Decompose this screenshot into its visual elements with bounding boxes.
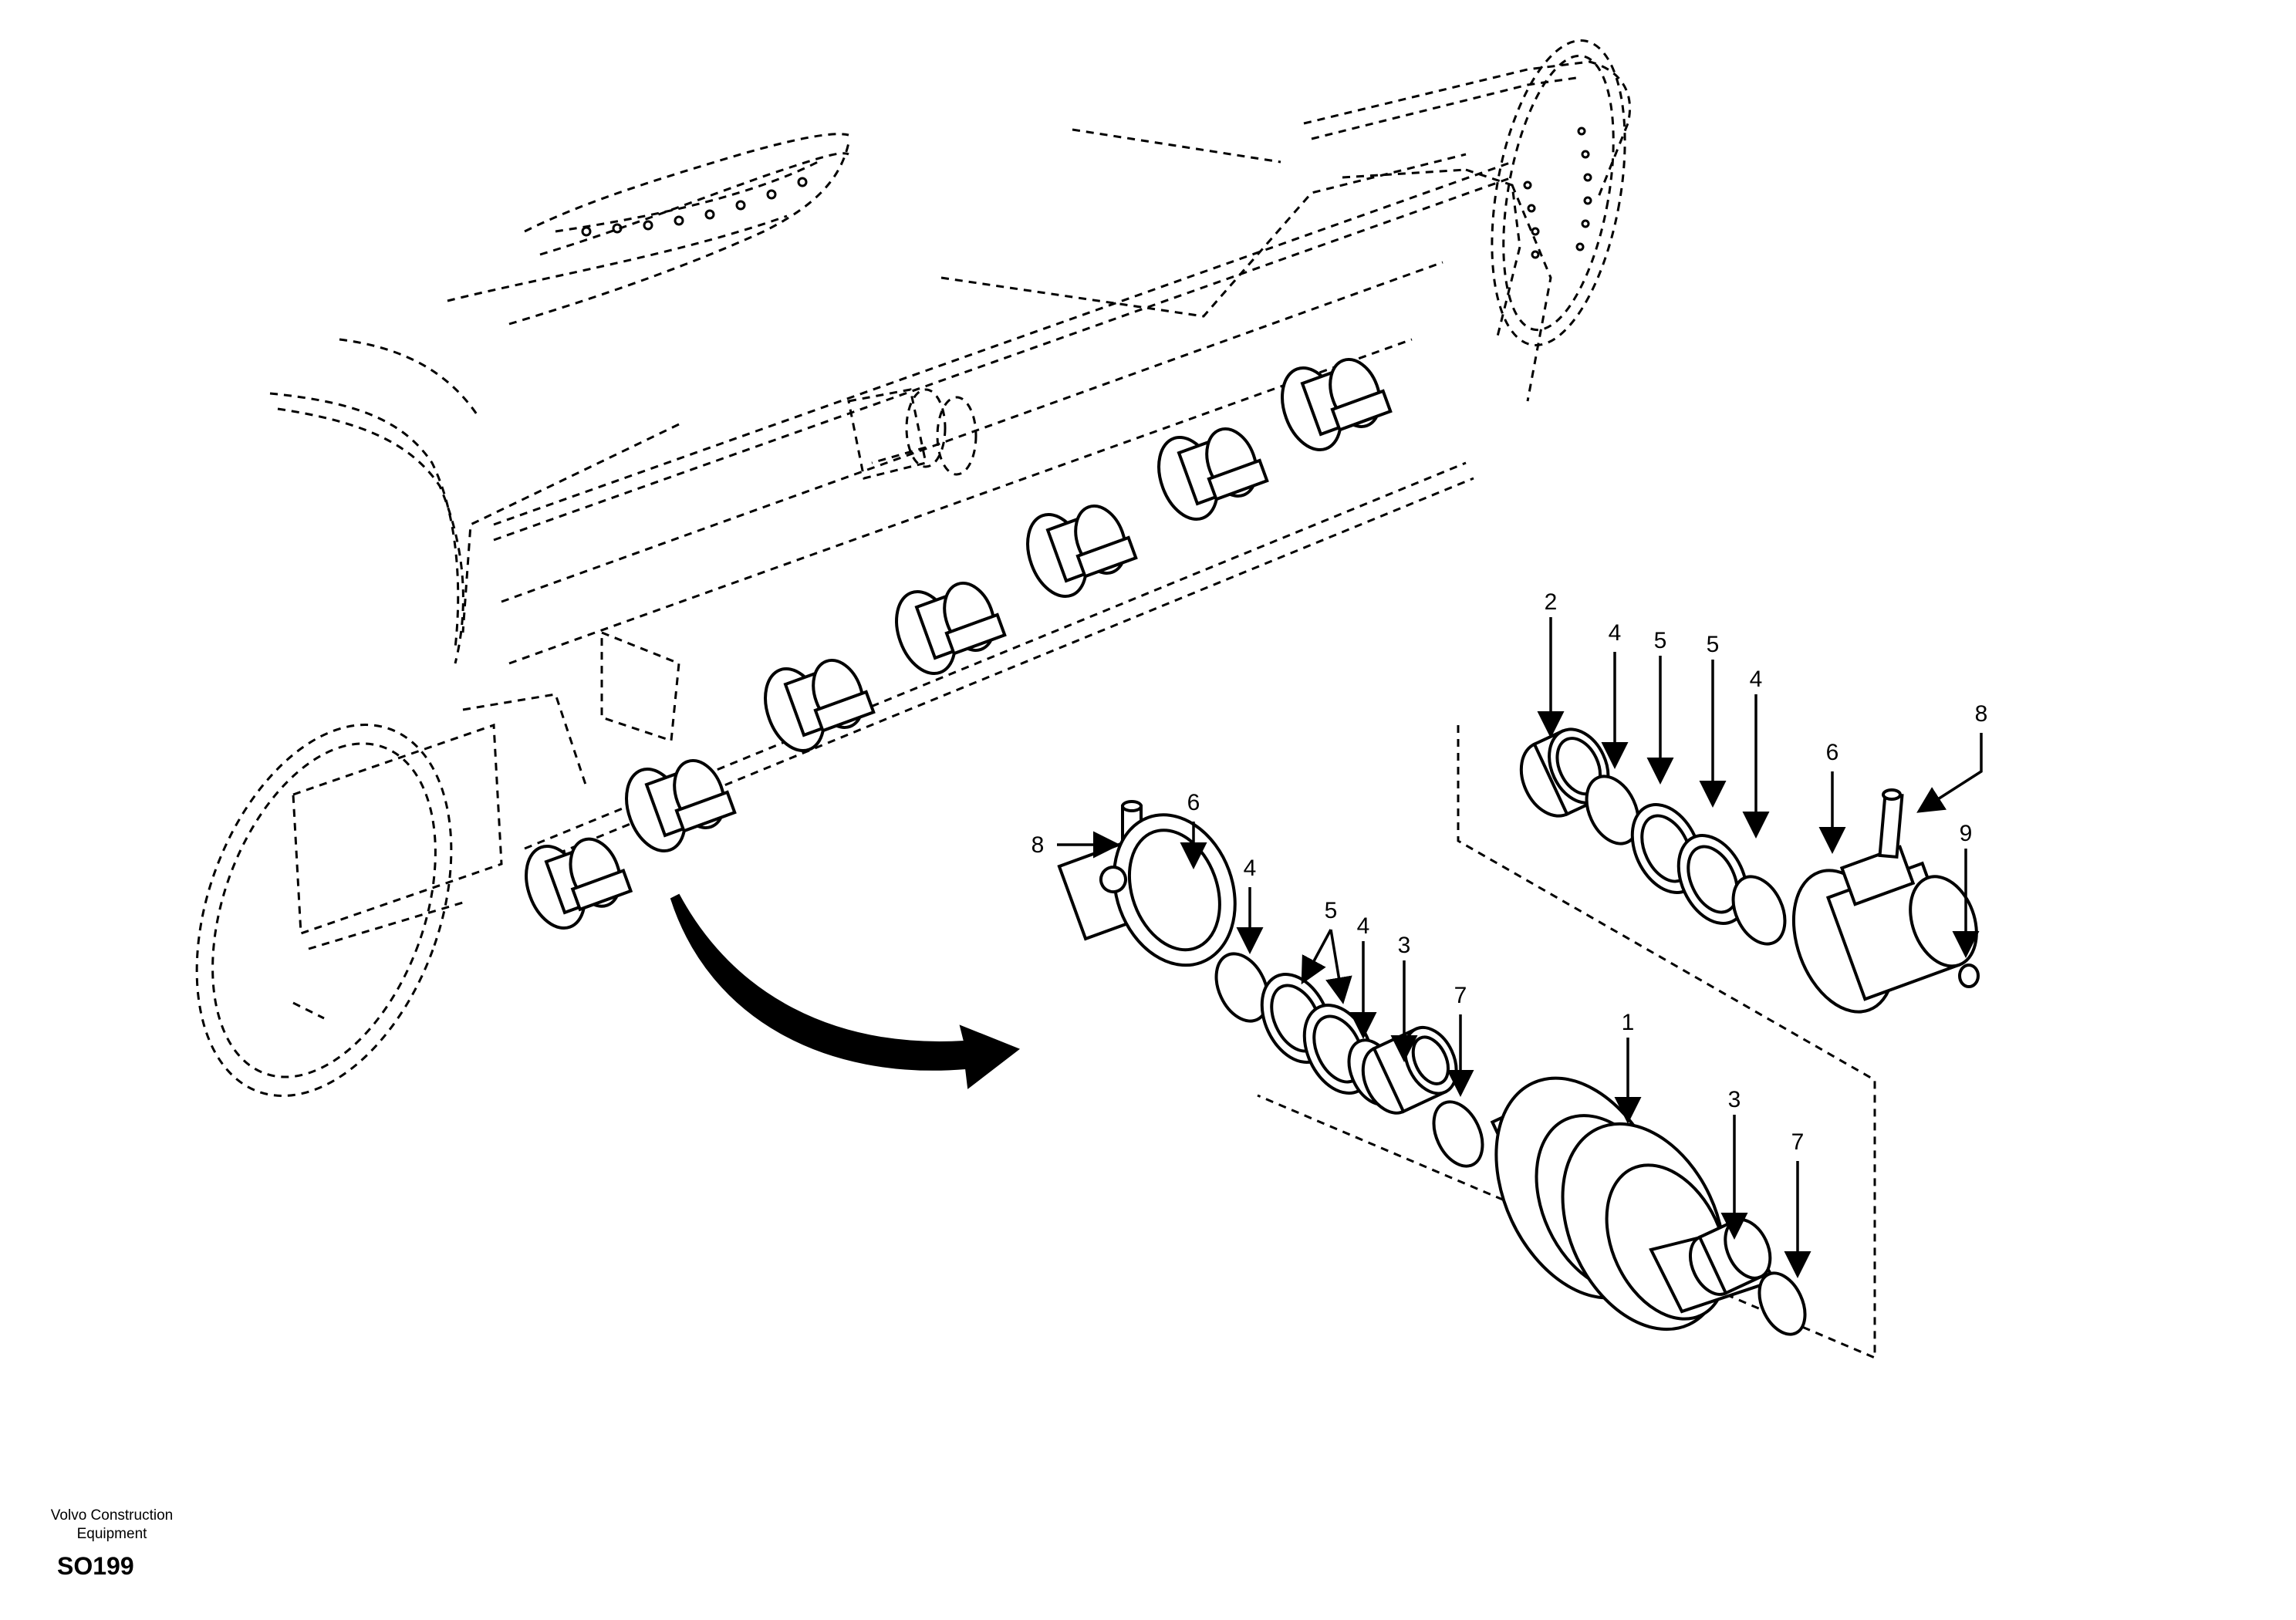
callout-3: 3 [1728, 1087, 1741, 1112]
callout-7: 7 [1454, 983, 1467, 1008]
part-4-o-ring [1585, 775, 1640, 845]
part-9-plug [1958, 964, 1980, 988]
callout-8: 8 [1032, 832, 1045, 858]
callout-4: 4 [1357, 913, 1370, 939]
callout-6: 6 [1826, 740, 1839, 765]
part-8-pin [1878, 788, 1904, 859]
callout-9: 9 [1960, 821, 1973, 846]
track-roller [625, 758, 737, 853]
callout-7: 7 [1791, 1129, 1805, 1155]
callout-6: 6 [1187, 790, 1200, 815]
track-roller [525, 837, 633, 930]
callout-5: 5 [1654, 628, 1667, 653]
callout-4: 4 [1750, 667, 1763, 692]
track-roller [1157, 427, 1269, 521]
brand-line-2: Equipment [76, 1526, 147, 1542]
track-roller [1281, 357, 1393, 452]
detail-arrow [670, 893, 1021, 1089]
callout-4: 4 [1244, 856, 1257, 881]
part-4-o-ring [1214, 952, 1270, 1023]
brand-caption: Volvo Construction Equipment [31, 1507, 193, 1544]
callout-5: 5 [1707, 632, 1720, 657]
callout-5: 5 [1325, 898, 1338, 923]
upper-dots [581, 177, 808, 237]
track-roller [764, 658, 876, 753]
callout-8: 8 [1975, 701, 1988, 727]
exploded-parts [1057, 727, 1980, 1336]
callout-2: 2 [1545, 589, 1558, 615]
callout-labels: 2 4 5 5 4 6 8 9 8 6 4 5 4 3 7 1 3 7 [1032, 589, 1988, 1155]
brand-line-1: Volvo Construction [50, 1507, 174, 1524]
leader-lines [1057, 617, 1983, 1278]
callout-3: 3 [1398, 933, 1411, 958]
callout-1: 1 [1622, 1010, 1635, 1035]
track-roller-row [525, 357, 1393, 930]
undercarriage-phantom [195, 39, 1632, 1097]
part-4-o-ring [1731, 875, 1787, 946]
part-7-retaining-ring [1432, 1100, 1484, 1168]
part-7-retaining-ring [1757, 1271, 1807, 1336]
callout-4: 4 [1609, 620, 1622, 646]
part-3-bushing [1688, 1217, 1772, 1296]
track-roller [1026, 504, 1138, 599]
figure-id: SO199 [57, 1552, 134, 1580]
track-roller [895, 581, 1007, 676]
sprocket-dots [1523, 127, 1592, 259]
